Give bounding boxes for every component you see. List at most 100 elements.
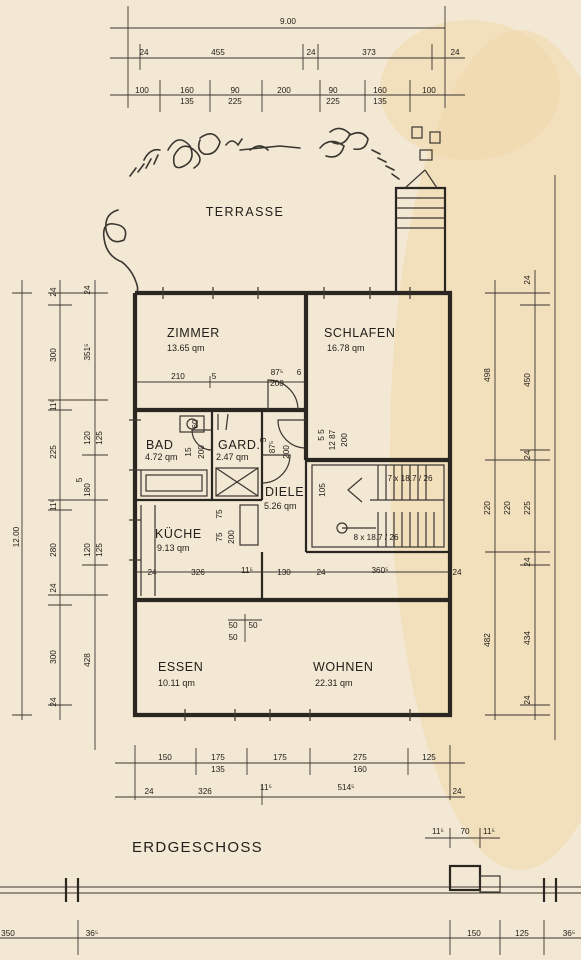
dim-label: 90 (230, 86, 240, 95)
dim-label: 5 (75, 477, 84, 482)
dim-label: 24 (83, 285, 92, 295)
dim-label: 373 (362, 48, 376, 57)
dim-label: 175 (273, 753, 287, 762)
left-dimension-lines (12, 280, 108, 750)
dim-label: 225 (49, 445, 58, 459)
dim-label: 100 (422, 86, 436, 95)
room-name-kueche: KÜCHE (155, 527, 202, 541)
dim-label: 350 (1, 929, 15, 938)
terrace-label: TERRASSE (206, 205, 285, 219)
interior-walls (135, 293, 450, 603)
dim-label: 150 (158, 753, 172, 762)
kitchen-counter (140, 504, 259, 596)
room-area-essen: 10.11 qm (158, 678, 195, 688)
dim-label: 130 (277, 568, 291, 577)
dim-top-total: 9.00 (280, 17, 296, 26)
dim-label: 24 (139, 48, 149, 57)
inner-dimension-lines (135, 376, 450, 642)
dim-label: 90 (328, 86, 338, 95)
dim-label: 11⁵ (483, 827, 495, 836)
dim-label: 514⁵ (337, 783, 354, 792)
dim-label: 24 (523, 695, 532, 705)
dim-label: 6 (297, 368, 302, 377)
dim-label: 200 (227, 530, 236, 544)
dim-label: 15 (184, 447, 193, 457)
dim-label: 455 (211, 48, 225, 57)
dim-label: 120 (83, 431, 92, 445)
dim-label: 225 (523, 501, 532, 515)
dim-label: 24 (49, 697, 58, 707)
dim-label: 135 (180, 97, 194, 106)
door-swings (191, 379, 307, 484)
dim-label: 200 (340, 433, 349, 447)
dim-label: 24 (144, 787, 154, 796)
dim-label: 87⁵ (271, 368, 284, 377)
top-dimension-lines (110, 6, 465, 112)
dim-label: 498 (483, 368, 492, 382)
dim-label: 125 (95, 543, 104, 557)
paper-stain (380, 20, 560, 160)
dim-label: 150 (467, 929, 481, 938)
dim-label: 11⁵ (49, 499, 58, 511)
dim-label: 24 (316, 568, 326, 577)
dim-label: 60 (191, 419, 200, 429)
dim-label: 12 87 (328, 429, 337, 450)
dim-label: 428 (83, 653, 92, 667)
dim-label: 175 (211, 753, 225, 762)
room-area-gard: 2.47 qm (216, 452, 249, 462)
dim-label: 280 (49, 543, 58, 557)
dim-label: 220 (483, 501, 492, 515)
dim-label: 5 (259, 437, 268, 442)
exterior-walls (132, 290, 453, 718)
bottom-section-lines (0, 828, 581, 955)
room-area-wohnen: 22.31 qm (315, 678, 353, 688)
dim-label: 24 (49, 583, 58, 593)
right-dimension-lines (485, 175, 556, 740)
greenery-sketch (102, 126, 441, 297)
room-name-wohnen: WOHNEN (313, 660, 374, 674)
room-name-essen: ESSEN (158, 660, 203, 674)
dim-label: 300 (49, 650, 58, 664)
room-name-schlafen: SCHLAFEN (324, 326, 395, 340)
stair-lower-label: 8 x 18.7 / 26 (353, 533, 399, 542)
dim-label: 225 (326, 97, 340, 106)
dim-label: 160 (180, 86, 194, 95)
dim-label: 200 (277, 86, 291, 95)
dim-label: 5 (212, 372, 217, 381)
dim-label: 11⁵ (260, 783, 272, 792)
dim-label: 326 (198, 787, 212, 796)
dim-label: 160 (353, 765, 367, 774)
dim-label: 200 (270, 379, 284, 388)
bath-fixtures (140, 415, 208, 497)
bottom-dimension-lines (115, 745, 465, 805)
dim-label: 36⁵ (563, 929, 576, 938)
dim-label: 120 (83, 543, 92, 557)
dim-label: 125 (95, 431, 104, 445)
room-area-diele: 5.26 qm (264, 501, 297, 511)
dim-label: 24 (452, 787, 462, 796)
dim-label: 220 (503, 501, 512, 515)
dim-label: 326 (191, 568, 205, 577)
room-name-bad: BAD (146, 438, 174, 452)
terrace-stair (394, 169, 447, 293)
dim-label: 36⁵ (86, 929, 99, 938)
dim-label: 125 (422, 753, 436, 762)
wardrobe-fixture (215, 413, 259, 497)
dim-label: 5 5 (317, 429, 326, 441)
room-name-gard: GARD. (218, 438, 261, 452)
dim-label: 24 (306, 48, 316, 57)
dim-label: 434 (523, 631, 532, 645)
room-area-schlafen: 16.78 qm (327, 343, 365, 353)
dim-left-total: 12.00 (12, 526, 21, 547)
plan-title: ERDGESCHOSS (132, 839, 263, 856)
dim-label: 351⁵ (83, 343, 92, 360)
window-marks (129, 287, 411, 721)
dim-label: 50 (248, 621, 258, 630)
dim-label: 24 (523, 450, 532, 460)
stair-upper-label: 7 x 18.7 / 26 (387, 474, 433, 483)
dim-label: 275 (353, 753, 367, 762)
room-name-zimmer: ZIMMER (167, 326, 220, 340)
interior-stair (311, 464, 445, 548)
dim-label: 11⁵ (432, 827, 444, 836)
